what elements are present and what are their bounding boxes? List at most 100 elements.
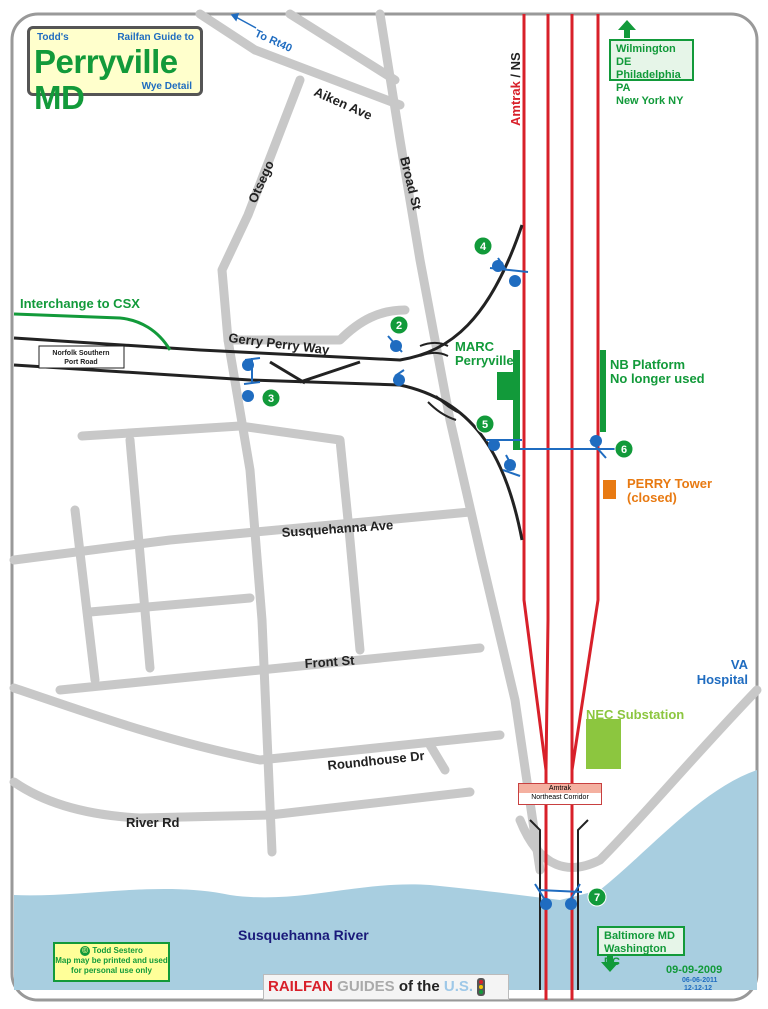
road-broad (375, 9, 545, 875)
viewpoint-3-badge (261, 388, 281, 408)
label-ns: NS (508, 52, 523, 70)
label-amtrak-ns: Amtrak / NS (508, 52, 523, 126)
copyright-line: © Todd Sestero (55, 946, 168, 956)
perry-tower (603, 480, 616, 499)
label-va-1: VA (731, 657, 749, 672)
amtrak-tracks (522, 14, 600, 1000)
label-front-st: Front St (304, 653, 355, 671)
marc-platform-base (497, 372, 515, 400)
label-marc-2: Perryville (455, 353, 514, 368)
amtrak-track-2 (544, 14, 550, 771)
railfan-guides-brand: RAILFAN GUIDES of the U.S. (263, 974, 509, 1000)
label-ns-port-road-1: Norfolk Southern (52, 350, 109, 357)
road-roundhouse (9, 683, 505, 765)
amtrak-track-4 (570, 14, 600, 1000)
title-owner: Todd's (37, 32, 69, 43)
bridge-markers (419, 342, 463, 421)
date-third: 12-12-12 (684, 985, 712, 992)
csx-interchange-track (13, 312, 172, 351)
road-block-1 (77, 421, 365, 655)
rail-labels: Amtrak / NS Interchange to CSX Norfolk S… (20, 52, 523, 369)
viewpoint-7-number: 7 (594, 892, 600, 904)
road-block-2 (125, 435, 155, 673)
nec-label-box: Amtrak Northeast Corridor (518, 783, 602, 805)
ns-crossover-1 (269, 360, 306, 385)
road-network (9, 9, 762, 875)
copyright-owner: Todd Sestero (92, 946, 143, 955)
north-destination-3: New York NY (616, 95, 684, 107)
label-va-2: Hospital (697, 672, 748, 687)
north-destination-2: Philadelphia PA (616, 69, 681, 94)
south-arrow (601, 954, 619, 972)
marc-platform (513, 350, 520, 450)
brand-guides: GUIDES (337, 978, 395, 995)
north-destinations-sign: Wilmington DE Philadelphia PA New York N… (609, 39, 694, 107)
amtrak-track-1 (522, 14, 548, 1000)
viewpoint-6-badge (614, 439, 634, 459)
label-nec-substation: NEC Substation (586, 707, 684, 722)
revision-dates: 09-09-2009 06-06-2011 12-12-12 (666, 964, 722, 992)
label-nb-platform-2: No longer used (610, 371, 705, 386)
road-block-4 (85, 593, 255, 617)
label-susquehanna-river: Susquehanna River (238, 927, 369, 943)
viewpoint-5-badge (475, 414, 495, 434)
label-perry-tower-2: (closed) (627, 490, 677, 505)
road-gerry-perry (223, 305, 410, 345)
road-rt40 (285, 9, 400, 85)
date-second: 06-06-2011 (682, 977, 718, 984)
label-marc-1: MARC (455, 339, 495, 354)
road-front-st (55, 643, 485, 695)
south-destination-2: Washington DC (604, 943, 667, 968)
traffic-signal-icon (477, 978, 486, 997)
ns-port-road-box (38, 345, 125, 369)
title-series: Railfan Guide to (117, 32, 194, 43)
viewpoint-5-number: 5 (482, 419, 488, 431)
north-arrow (618, 20, 636, 38)
label-river-rd: River Rd (126, 815, 180, 830)
north-destination-1: Wilmington DE (616, 43, 676, 68)
copyright-permission: Map may be printed and used for personal… (55, 956, 168, 975)
label-interchange-csx: Interchange to CSX (20, 296, 140, 311)
label-amtrak: Amtrak (508, 80, 523, 126)
road-roundhouse-spur (425, 740, 450, 775)
label-nb-platform-1: NB Platform (610, 357, 685, 372)
road-susquehanna-ave (9, 507, 475, 565)
ns-crossover-2 (299, 360, 361, 384)
label-perry-tower-1: PERRY Tower (627, 476, 712, 491)
page-title: Perryville MD (34, 43, 178, 116)
ns-tracks (13, 224, 524, 541)
nec-label-2: Northeast Corridor (531, 794, 589, 801)
ns-track-north (13, 224, 524, 362)
brand-us: U.S. (443, 978, 474, 995)
south-destination-1: Baltimore MD (604, 930, 675, 942)
date-main: 09-09-2009 (666, 964, 722, 976)
road-aiken (195, 9, 405, 110)
label-ns-port-road-2: Port Road (64, 359, 97, 366)
viewpoint-markers: 2 3 4 5 6 7 (242, 236, 634, 910)
viewpoint-3-number: 3 (268, 393, 274, 405)
nec-substation (586, 719, 621, 769)
brand-railfan: RAILFAN (268, 978, 333, 995)
title-box: Todd's Railfan Guide to Perryville MD Wy… (27, 26, 203, 116)
viewpoint-4-badge (473, 236, 493, 256)
viewpoint-7-badge (587, 887, 607, 907)
viewpoint-6-number: 6 (621, 444, 627, 456)
road-block-3 (70, 505, 100, 685)
viewpoint-4-number: 4 (480, 241, 487, 253)
label-slash: / (508, 70, 523, 81)
place-labels: MARC Perryville NB Platform No longer us… (238, 339, 749, 943)
copyright-icon: © (80, 946, 91, 956)
brand-of-the: of the (398, 978, 440, 995)
rt40-arrow (230, 13, 257, 29)
road-river-rd (9, 777, 475, 823)
south-destinations-sign: Baltimore MD Washington DC (597, 926, 685, 968)
nb-platform (600, 350, 606, 432)
ns-track-south (13, 363, 524, 541)
nec-label-1: Amtrak (519, 784, 601, 793)
title-subtitle: Wye Detail (141, 81, 192, 92)
viewpoint-2-badge (389, 315, 409, 335)
nec-bridge-rails (529, 819, 589, 990)
viewpoint-2-number: 2 (396, 320, 402, 332)
copyright-box: © Todd Sestero Map may be printed and us… (53, 942, 170, 982)
